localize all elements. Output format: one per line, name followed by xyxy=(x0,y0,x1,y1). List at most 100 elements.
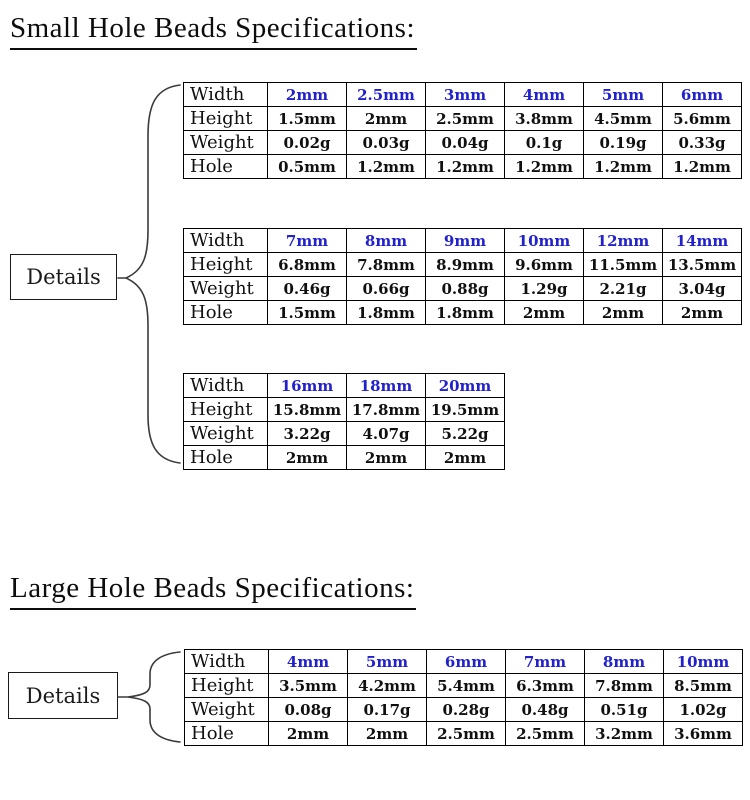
value-cell: 4.07g xyxy=(346,421,426,446)
value-cell: 2.5mm xyxy=(425,106,505,131)
value-cell: 2mm xyxy=(346,106,426,131)
value-cell: 15.8mm xyxy=(267,397,347,422)
value-cell: 2.5mm xyxy=(505,721,585,746)
row-label: Hole xyxy=(183,154,268,179)
value-cell: 5.22g xyxy=(425,421,505,446)
value-cell: 1.5mm xyxy=(267,300,347,325)
value-cell: 6.3mm xyxy=(505,673,585,698)
value-cell: 2mm xyxy=(662,300,742,325)
section-title-small-hole: Small Hole Beads Specifications: xyxy=(10,12,418,50)
large-hole-section-title-wrap: Large Hole Beads Specifications: xyxy=(10,572,417,610)
value-cell: 11.5mm xyxy=(583,252,663,277)
value-cell: 1.2mm xyxy=(346,154,426,179)
value-cell: 2mm xyxy=(347,721,427,746)
value-cell: 2.5mm xyxy=(426,721,506,746)
value-cell: 6.8mm xyxy=(267,252,347,277)
details-label: Details xyxy=(25,683,101,708)
width-header-cell: 7mm xyxy=(505,649,585,674)
width-header-cell: 18mm xyxy=(346,373,426,398)
width-header-cell: 20mm xyxy=(425,373,505,398)
value-cell: 3.6mm xyxy=(663,721,743,746)
value-cell: 3.04g xyxy=(662,276,742,301)
value-cell: 0.08g xyxy=(268,697,348,722)
width-header-cell: 5mm xyxy=(347,649,427,674)
value-cell: 1.2mm xyxy=(425,154,505,179)
width-header-cell: 10mm xyxy=(663,649,743,674)
row-label: Weight xyxy=(184,697,269,722)
brace-connector-large-hole xyxy=(117,651,181,743)
width-header-cell: 12mm xyxy=(583,228,663,253)
row-label: Height xyxy=(183,397,268,422)
value-cell: 0.51g xyxy=(584,697,664,722)
row-label: Width xyxy=(183,373,268,398)
value-cell: 2mm xyxy=(583,300,663,325)
width-header-cell: 14mm xyxy=(662,228,742,253)
width-header-cell: 8mm xyxy=(346,228,426,253)
value-cell: 1.29g xyxy=(504,276,584,301)
value-cell: 1.8mm xyxy=(425,300,505,325)
row-label: Width xyxy=(184,649,269,674)
value-cell: 2mm xyxy=(425,445,505,470)
value-cell: 7.8mm xyxy=(584,673,664,698)
value-cell: 0.88g xyxy=(425,276,505,301)
value-cell: 3.5mm xyxy=(268,673,348,698)
value-cell: 0.28g xyxy=(426,697,506,722)
width-header-cell: 10mm xyxy=(504,228,584,253)
value-cell: 2mm xyxy=(267,445,347,470)
row-label: Hole xyxy=(183,445,268,470)
brace-curve xyxy=(124,84,181,464)
row-label: Hole xyxy=(183,300,268,325)
value-cell: 19.5mm xyxy=(425,397,505,422)
value-cell: 3.8mm xyxy=(504,106,584,131)
details-box-small-hole: Details xyxy=(10,254,117,300)
value-cell: 5.6mm xyxy=(662,106,742,131)
value-cell: 1.2mm xyxy=(583,154,663,179)
details-label: Details xyxy=(26,265,101,289)
width-header-cell: 7mm xyxy=(267,228,347,253)
value-cell: 5.4mm xyxy=(426,673,506,698)
value-cell: 8.9mm xyxy=(425,252,505,277)
value-cell: 1.5mm xyxy=(267,106,347,131)
section-title-large-hole: Large Hole Beads Specifications: xyxy=(10,572,417,610)
row-label: Hole xyxy=(184,721,269,746)
width-header-cell: 8mm xyxy=(584,649,664,674)
row-label: Width xyxy=(183,228,268,253)
value-cell: 7.8mm xyxy=(346,252,426,277)
value-cell: 4.5mm xyxy=(583,106,663,131)
value-cell: 8.5mm xyxy=(663,673,743,698)
value-cell: 4.2mm xyxy=(347,673,427,698)
value-cell: 1.2mm xyxy=(662,154,742,179)
value-cell: 0.04g xyxy=(425,130,505,155)
value-cell: 0.48g xyxy=(505,697,585,722)
value-cell: 0.33g xyxy=(662,130,742,155)
value-cell: 3.2mm xyxy=(584,721,664,746)
value-cell: 2.21g xyxy=(583,276,663,301)
width-header-cell: 6mm xyxy=(662,82,742,107)
width-header-cell: 6mm xyxy=(426,649,506,674)
value-cell: 0.17g xyxy=(347,697,427,722)
value-cell: 0.66g xyxy=(346,276,426,301)
value-cell: 17.8mm xyxy=(346,397,426,422)
width-header-cell: 3mm xyxy=(425,82,505,107)
row-label: Weight xyxy=(183,130,268,155)
value-cell: 1.8mm xyxy=(346,300,426,325)
row-label: Height xyxy=(183,252,268,277)
value-cell: 0.03g xyxy=(346,130,426,155)
width-header-cell: 2mm xyxy=(267,82,347,107)
